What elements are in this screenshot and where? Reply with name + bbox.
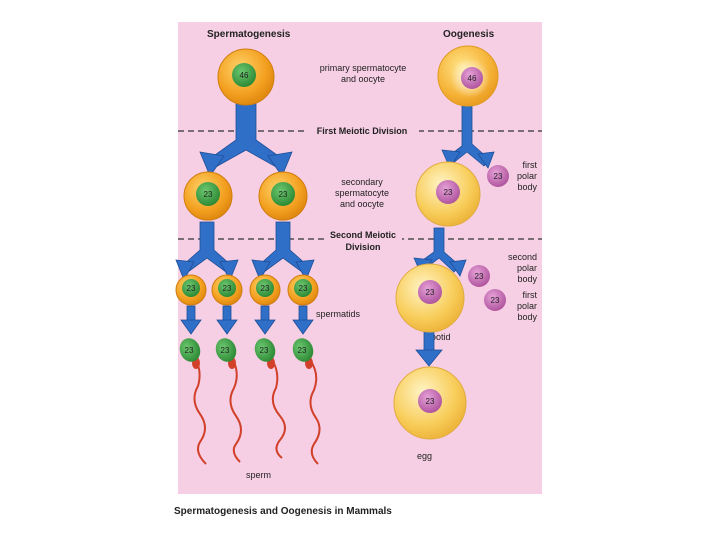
ootid: 23 — [395, 263, 465, 333]
first-polar-label-b2: polar — [517, 301, 537, 311]
ootid-count: 23 — [426, 288, 435, 297]
oogenesis-header: Oogenesis — [443, 29, 495, 40]
first-polar-body-2: 23 — [484, 289, 506, 311]
second-polar-label-2: polar — [517, 263, 537, 273]
secondary-label-1: secondary — [341, 177, 383, 187]
sperm-2-count: 23 — [221, 346, 230, 355]
spermatid-1: 23 — [175, 274, 207, 306]
primary-spermatocyte-count: 46 — [240, 71, 249, 80]
arrow-head-2b — [219, 259, 239, 281]
secondary-spermatocyte-right-count: 23 — [279, 190, 288, 199]
fork-arrow-secondary-right — [257, 221, 309, 273]
egg: 23 — [393, 366, 467, 440]
spermatid-1-count: 23 — [187, 284, 196, 293]
egg-label: egg — [417, 451, 432, 461]
second-polar-label-1: second — [508, 252, 537, 262]
sperm-3-count: 23 — [260, 346, 269, 355]
primary-label-2: and oocyte — [341, 74, 385, 84]
secondary-label-3: and oocyte — [340, 199, 384, 209]
primary-spermatocyte: 46 — [217, 48, 275, 106]
spermatid-3-count: 23 — [261, 284, 270, 293]
secondary-spermatocyte-right: 23 — [258, 171, 308, 221]
sperm-2: 23 — [215, 338, 242, 463]
primary-oocyte-count: 46 — [468, 74, 477, 83]
first-division-label-bg — [306, 123, 419, 137]
sperm-arrows — [175, 97, 315, 335]
oo-arrow-head-1 — [441, 149, 461, 169]
arrow-head-left-1 — [199, 151, 225, 177]
spermatogenesis-header: Spermatogenesis — [207, 29, 291, 40]
secondary-oocyte-count: 23 — [444, 188, 453, 197]
egg-count: 23 — [426, 397, 435, 406]
first-polar-body-count: 23 — [494, 172, 503, 181]
spermatid-4-count: 23 — [299, 284, 308, 293]
sperm-label: sperm — [246, 470, 271, 480]
second-division-label-bg — [324, 229, 402, 255]
secondary-spermatocyte-left-count: 23 — [204, 190, 213, 199]
spermatid-2: 23 — [211, 274, 243, 306]
spermatid-arrow-2 — [216, 305, 238, 335]
first-polar-body: 23 — [487, 165, 509, 187]
arrow-head-right-1 — [267, 151, 293, 177]
sperm-4-count: 23 — [298, 346, 307, 355]
arrow-head-2a — [175, 259, 195, 281]
first-polar-body-2-count: 23 — [491, 296, 500, 305]
spermatid-4: 23 — [287, 274, 319, 306]
oo-arrow-head-1b — [477, 151, 495, 169]
sperm-1: 23 — [179, 338, 207, 465]
arrow-head-2c — [251, 259, 271, 281]
fork-arrow-primary — [207, 97, 285, 169]
first-polar-label-1: first — [523, 160, 538, 170]
second-division-label-1: Second Meiotic — [330, 230, 396, 240]
spermatid-arrow-1 — [180, 305, 202, 335]
secondary-label-2: spermatocyte — [335, 188, 389, 198]
second-division-label-2: Division — [345, 242, 380, 252]
first-polar-label-2: polar — [517, 171, 537, 181]
first-polar-label-3: body — [517, 182, 537, 192]
oo-arrow-ootid — [415, 329, 443, 367]
primary-oocyte: 46 — [437, 45, 499, 107]
secondary-oocyte: 23 — [415, 161, 481, 227]
oo-arrows — [413, 99, 495, 367]
oo-arrow-head-2b — [449, 259, 467, 277]
spermatid-2-count: 23 — [223, 284, 232, 293]
spermatids-label: spermatids — [316, 309, 361, 319]
spermatid-arrow-3 — [254, 305, 276, 335]
second-polar-body-count: 23 — [475, 272, 484, 281]
sperm-4: 23 — [292, 338, 321, 465]
spermatid-3: 23 — [249, 274, 281, 306]
spermatid-arrow-4 — [292, 305, 314, 335]
second-polar-label-3: body — [517, 274, 537, 284]
second-polar-body: 23 — [468, 265, 490, 287]
arrow-head-2d — [295, 259, 315, 281]
sperm-3: 23 — [254, 338, 286, 459]
sperm-1-count: 23 — [185, 346, 194, 355]
fork-arrow-secondary-left — [181, 221, 233, 273]
ootid-label: ootid — [431, 332, 451, 342]
first-division-label: First Meiotic Division — [317, 126, 408, 136]
first-polar-label-b3: body — [517, 312, 537, 322]
figure-caption: Spermatogenesis and Oogenesis in Mammals — [174, 506, 392, 517]
primary-label-1: primary spermatocyte — [320, 63, 407, 73]
first-polar-label-b1: first — [523, 290, 538, 300]
secondary-spermatocyte-left: 23 — [183, 171, 233, 221]
